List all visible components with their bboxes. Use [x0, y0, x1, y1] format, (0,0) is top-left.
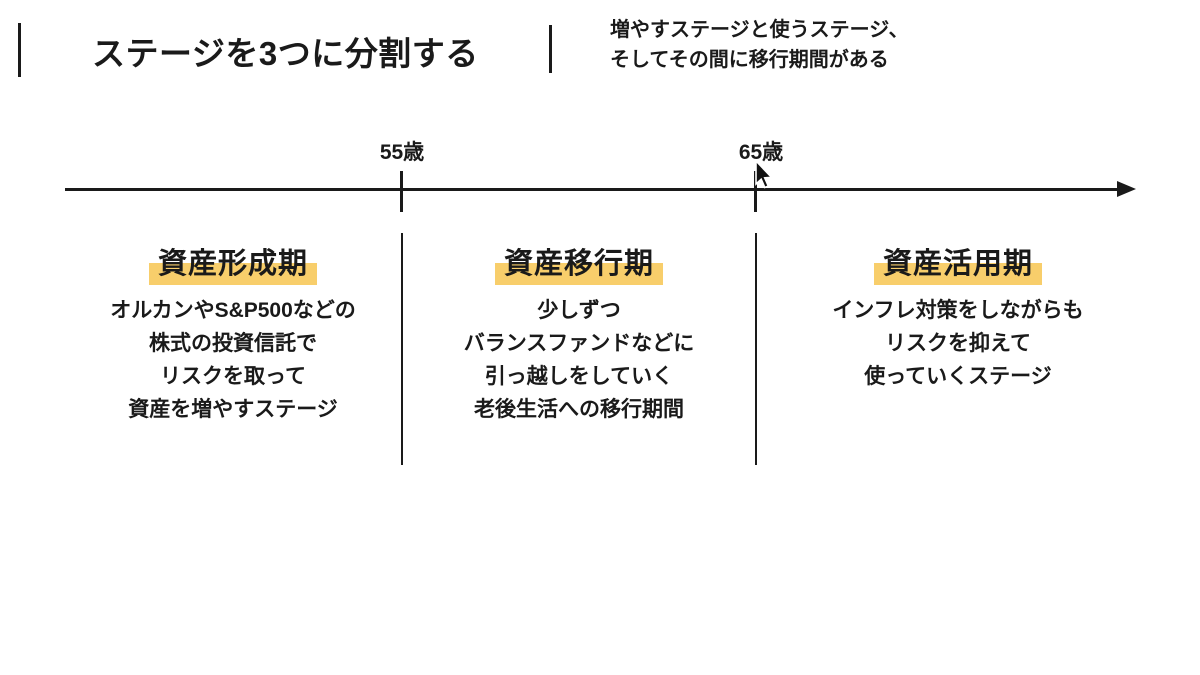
title-accent-bar — [18, 23, 21, 77]
stage-text-line: 資産を増やすステージ — [128, 397, 338, 421]
header-subtitle: 増やすステージと使うステージ、 そしてその間に移行期間がある — [610, 15, 909, 75]
stage-heading: 資産形成期 — [148, 247, 317, 285]
stage-text-line: リスクを抑えて — [885, 331, 1031, 355]
timeline-label-65: 65歳 — [738, 141, 784, 164]
stage-description: オルカンやS&P500などの 株式の投資信託で リスクを取って 資産を増やすステ… — [65, 294, 401, 426]
subtitle-line: そしてその間に移行期間がある — [610, 49, 889, 71]
stage-text-line: インフレ対策をしながらも — [832, 298, 1084, 322]
timeline-tick-65 — [754, 171, 757, 212]
stage-text-line: 引っ越しをしていく — [484, 364, 674, 388]
stage-description: インフレ対策をしながらも リスクを抑えて 使っていくステージ — [757, 294, 1159, 393]
stage-column-transition: 資産移行期 少しずつ バランスファンドなどに 引っ越しをしていく 老後生活への移… — [403, 247, 755, 426]
header-divider — [549, 25, 552, 73]
timeline-axis — [65, 188, 1120, 191]
stage-text-line: リスクを取って — [160, 364, 306, 388]
stage-column-utilization: 資産活用期 インフレ対策をしながらも リスクを抑えて 使っていくステージ — [757, 247, 1159, 393]
stage-text-line: 株式の投資信託で — [149, 331, 317, 355]
stage-heading: 資産移行期 — [494, 247, 663, 285]
page-title: ステージを3つに分割する — [92, 35, 479, 72]
column-divider-right — [755, 233, 757, 465]
stage-text-line: 使っていくステージ — [864, 364, 1052, 388]
timeline-arrowhead-icon — [1117, 181, 1136, 197]
timeline-tick-55 — [400, 171, 403, 212]
stage-text-line: バランスファンドなどに — [463, 331, 695, 355]
subtitle-line: 増やすステージと使うステージ、 — [610, 19, 909, 41]
column-divider-left — [401, 233, 403, 465]
stage-text-line: 少しずつ — [537, 298, 621, 322]
stage-column-formation: 資産形成期 オルカンやS&P500などの 株式の投資信託で リスクを取って 資産… — [65, 247, 401, 426]
mouse-cursor-icon — [755, 158, 774, 189]
timeline-label-55: 55歳 — [379, 141, 425, 164]
stage-heading: 資産活用期 — [873, 247, 1042, 285]
stage-text-line: 老後生活への移行期間 — [474, 397, 684, 421]
stage-description: 少しずつ バランスファンドなどに 引っ越しをしていく 老後生活への移行期間 — [403, 294, 755, 426]
stage-text-line: オルカンやS&P500などの — [110, 298, 356, 322]
